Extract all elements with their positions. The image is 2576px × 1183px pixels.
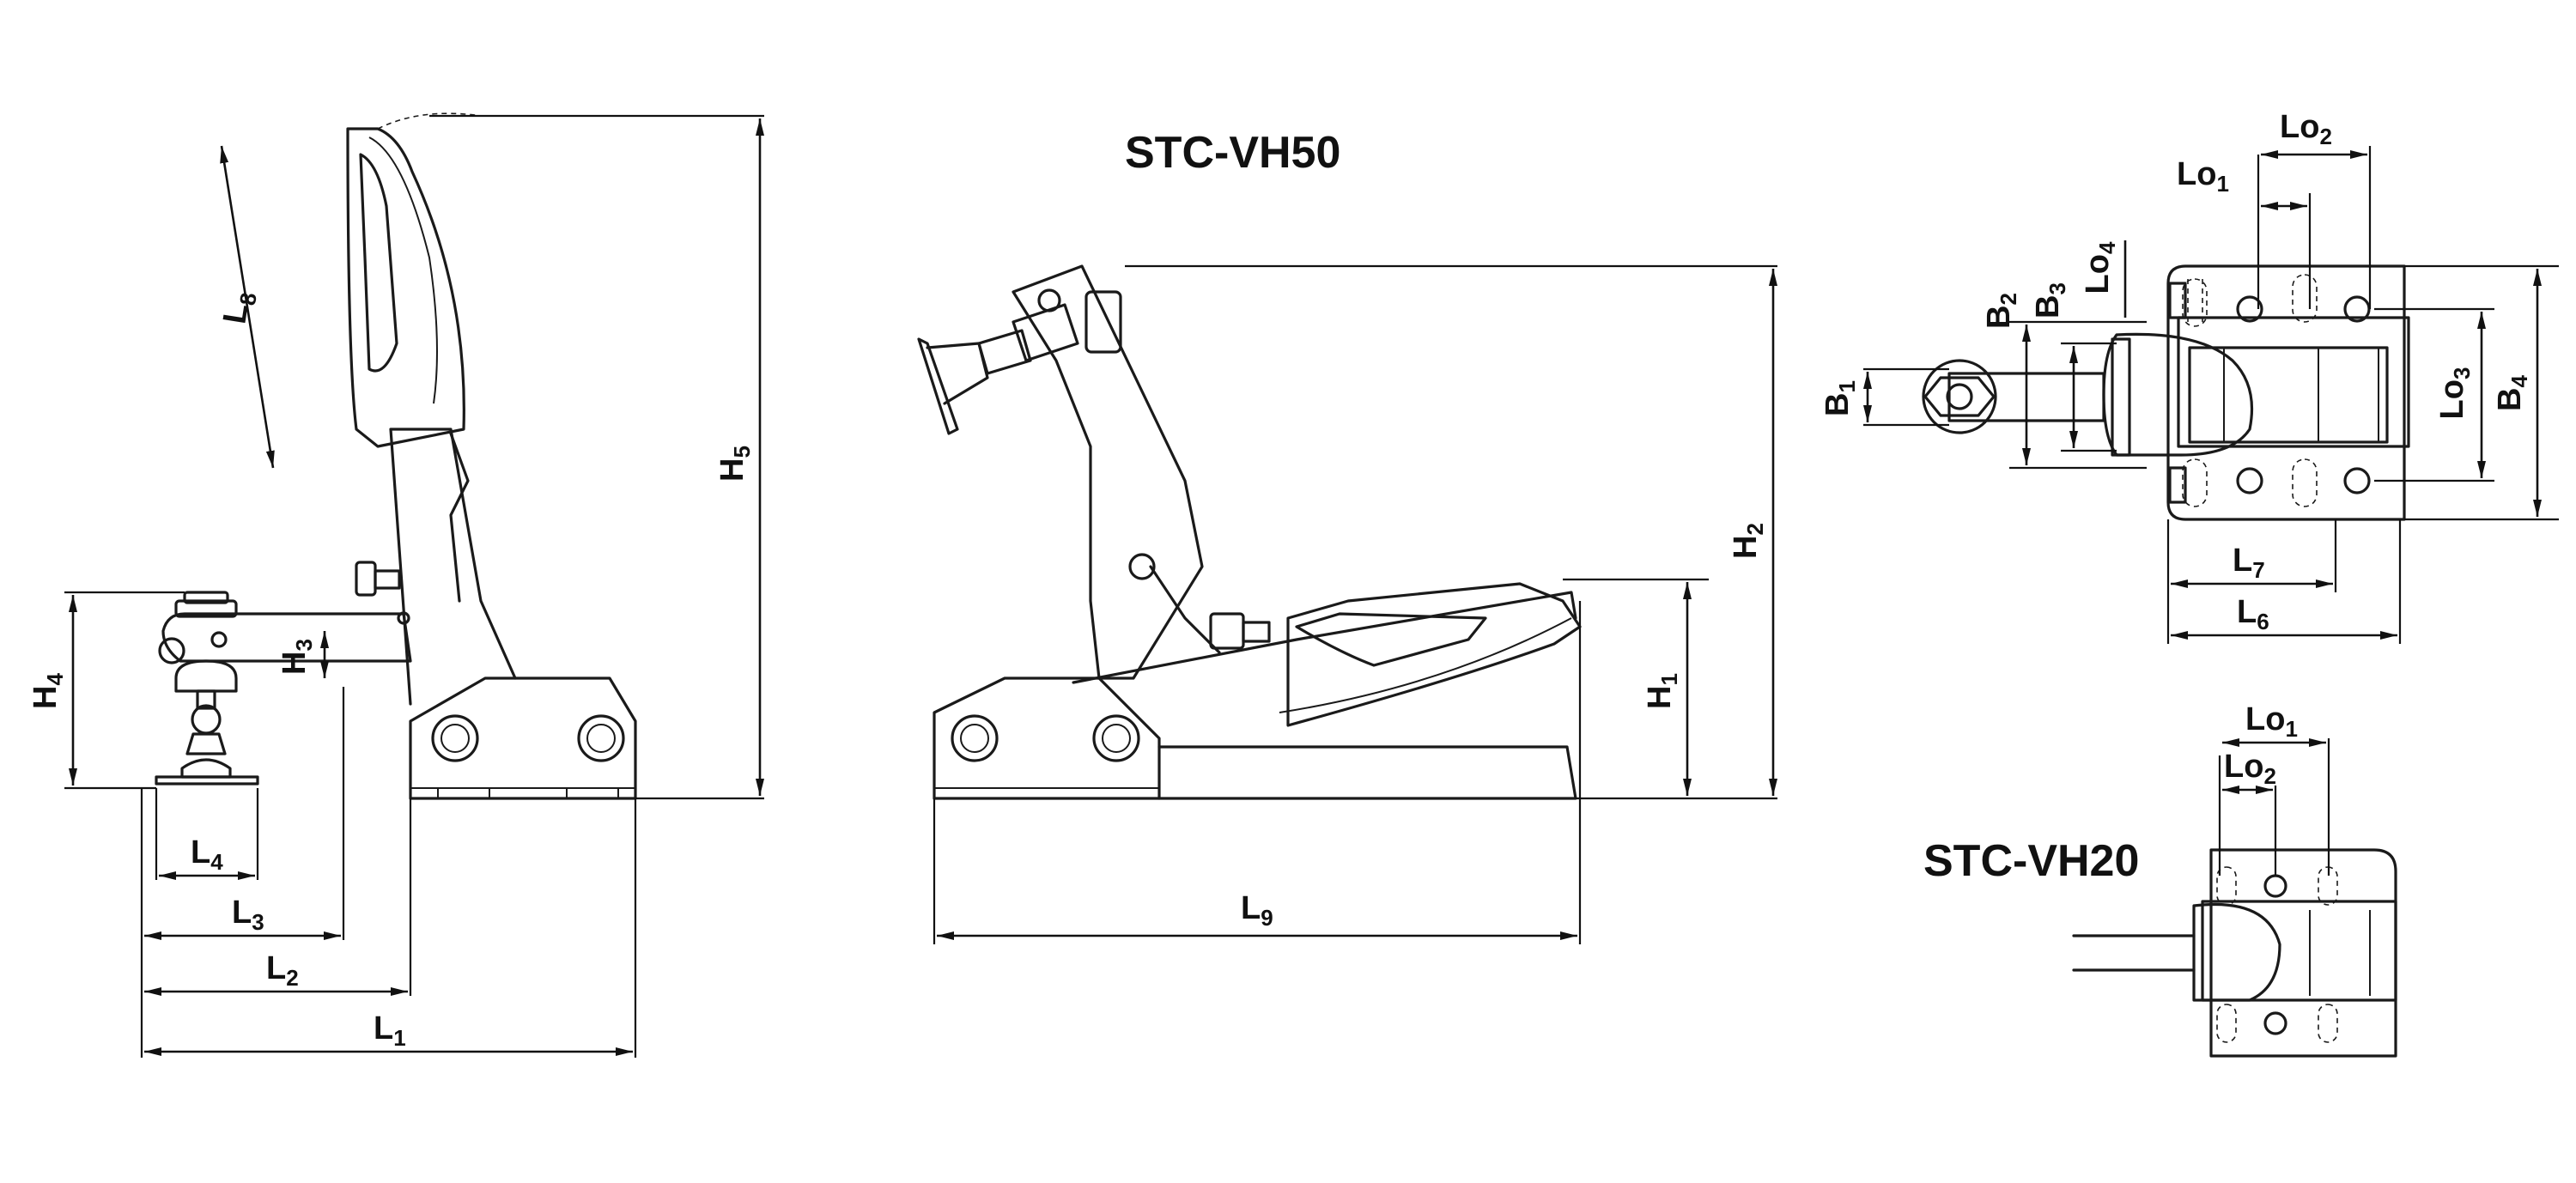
dim-label-l2: L2	[266, 950, 299, 991]
dim-label-b1: B1	[1820, 380, 1860, 416]
dim-label-l3: L3	[232, 895, 264, 935]
clamp-stc-vh20-top-view	[2072, 848, 2397, 1058]
title-stc-vh50: STC-VH50	[1125, 128, 1340, 178]
dim-label-l4: L4	[191, 834, 223, 875]
dim-label-b3: B3	[2030, 282, 2070, 318]
dim-label-b2: B2	[1981, 293, 2021, 329]
dim-label-lo3: Lo3	[2434, 367, 2475, 420]
dim-label-lo2-vh20: Lo2	[2224, 749, 2276, 789]
dim-label-l8: L8	[216, 288, 261, 327]
dim-label-lo1: Lo1	[2177, 156, 2229, 197]
dim-label-lo4: Lo4	[2080, 241, 2120, 294]
dim-label-l7: L7	[2233, 543, 2265, 583]
clamp-stc-vh50-side-view	[917, 264, 1582, 800]
dim-label-b4: B4	[2492, 375, 2532, 411]
dim-label-l6: L6	[2237, 594, 2269, 634]
extension-lines	[64, 114, 2559, 1058]
dim-label-h1: H1	[1642, 673, 1682, 709]
dim-label-h3: H3	[276, 639, 317, 675]
dim-label-l9: L9	[1241, 890, 1273, 931]
dim-label-lo2: Lo2	[2280, 109, 2332, 149]
clamp-open-side-view	[155, 112, 637, 800]
dim-label-h2: H2	[1728, 523, 1768, 559]
dim-label-lo1-vh20: Lo1	[2245, 701, 2298, 742]
dimension-lines	[69, 118, 2542, 1056]
dim-label-l1: L1	[374, 1010, 406, 1051]
dim-label-h5: H5	[714, 446, 755, 482]
title-stc-vh20: STC-VH20	[1923, 836, 2139, 886]
dim-label-h4: H4	[27, 673, 68, 709]
